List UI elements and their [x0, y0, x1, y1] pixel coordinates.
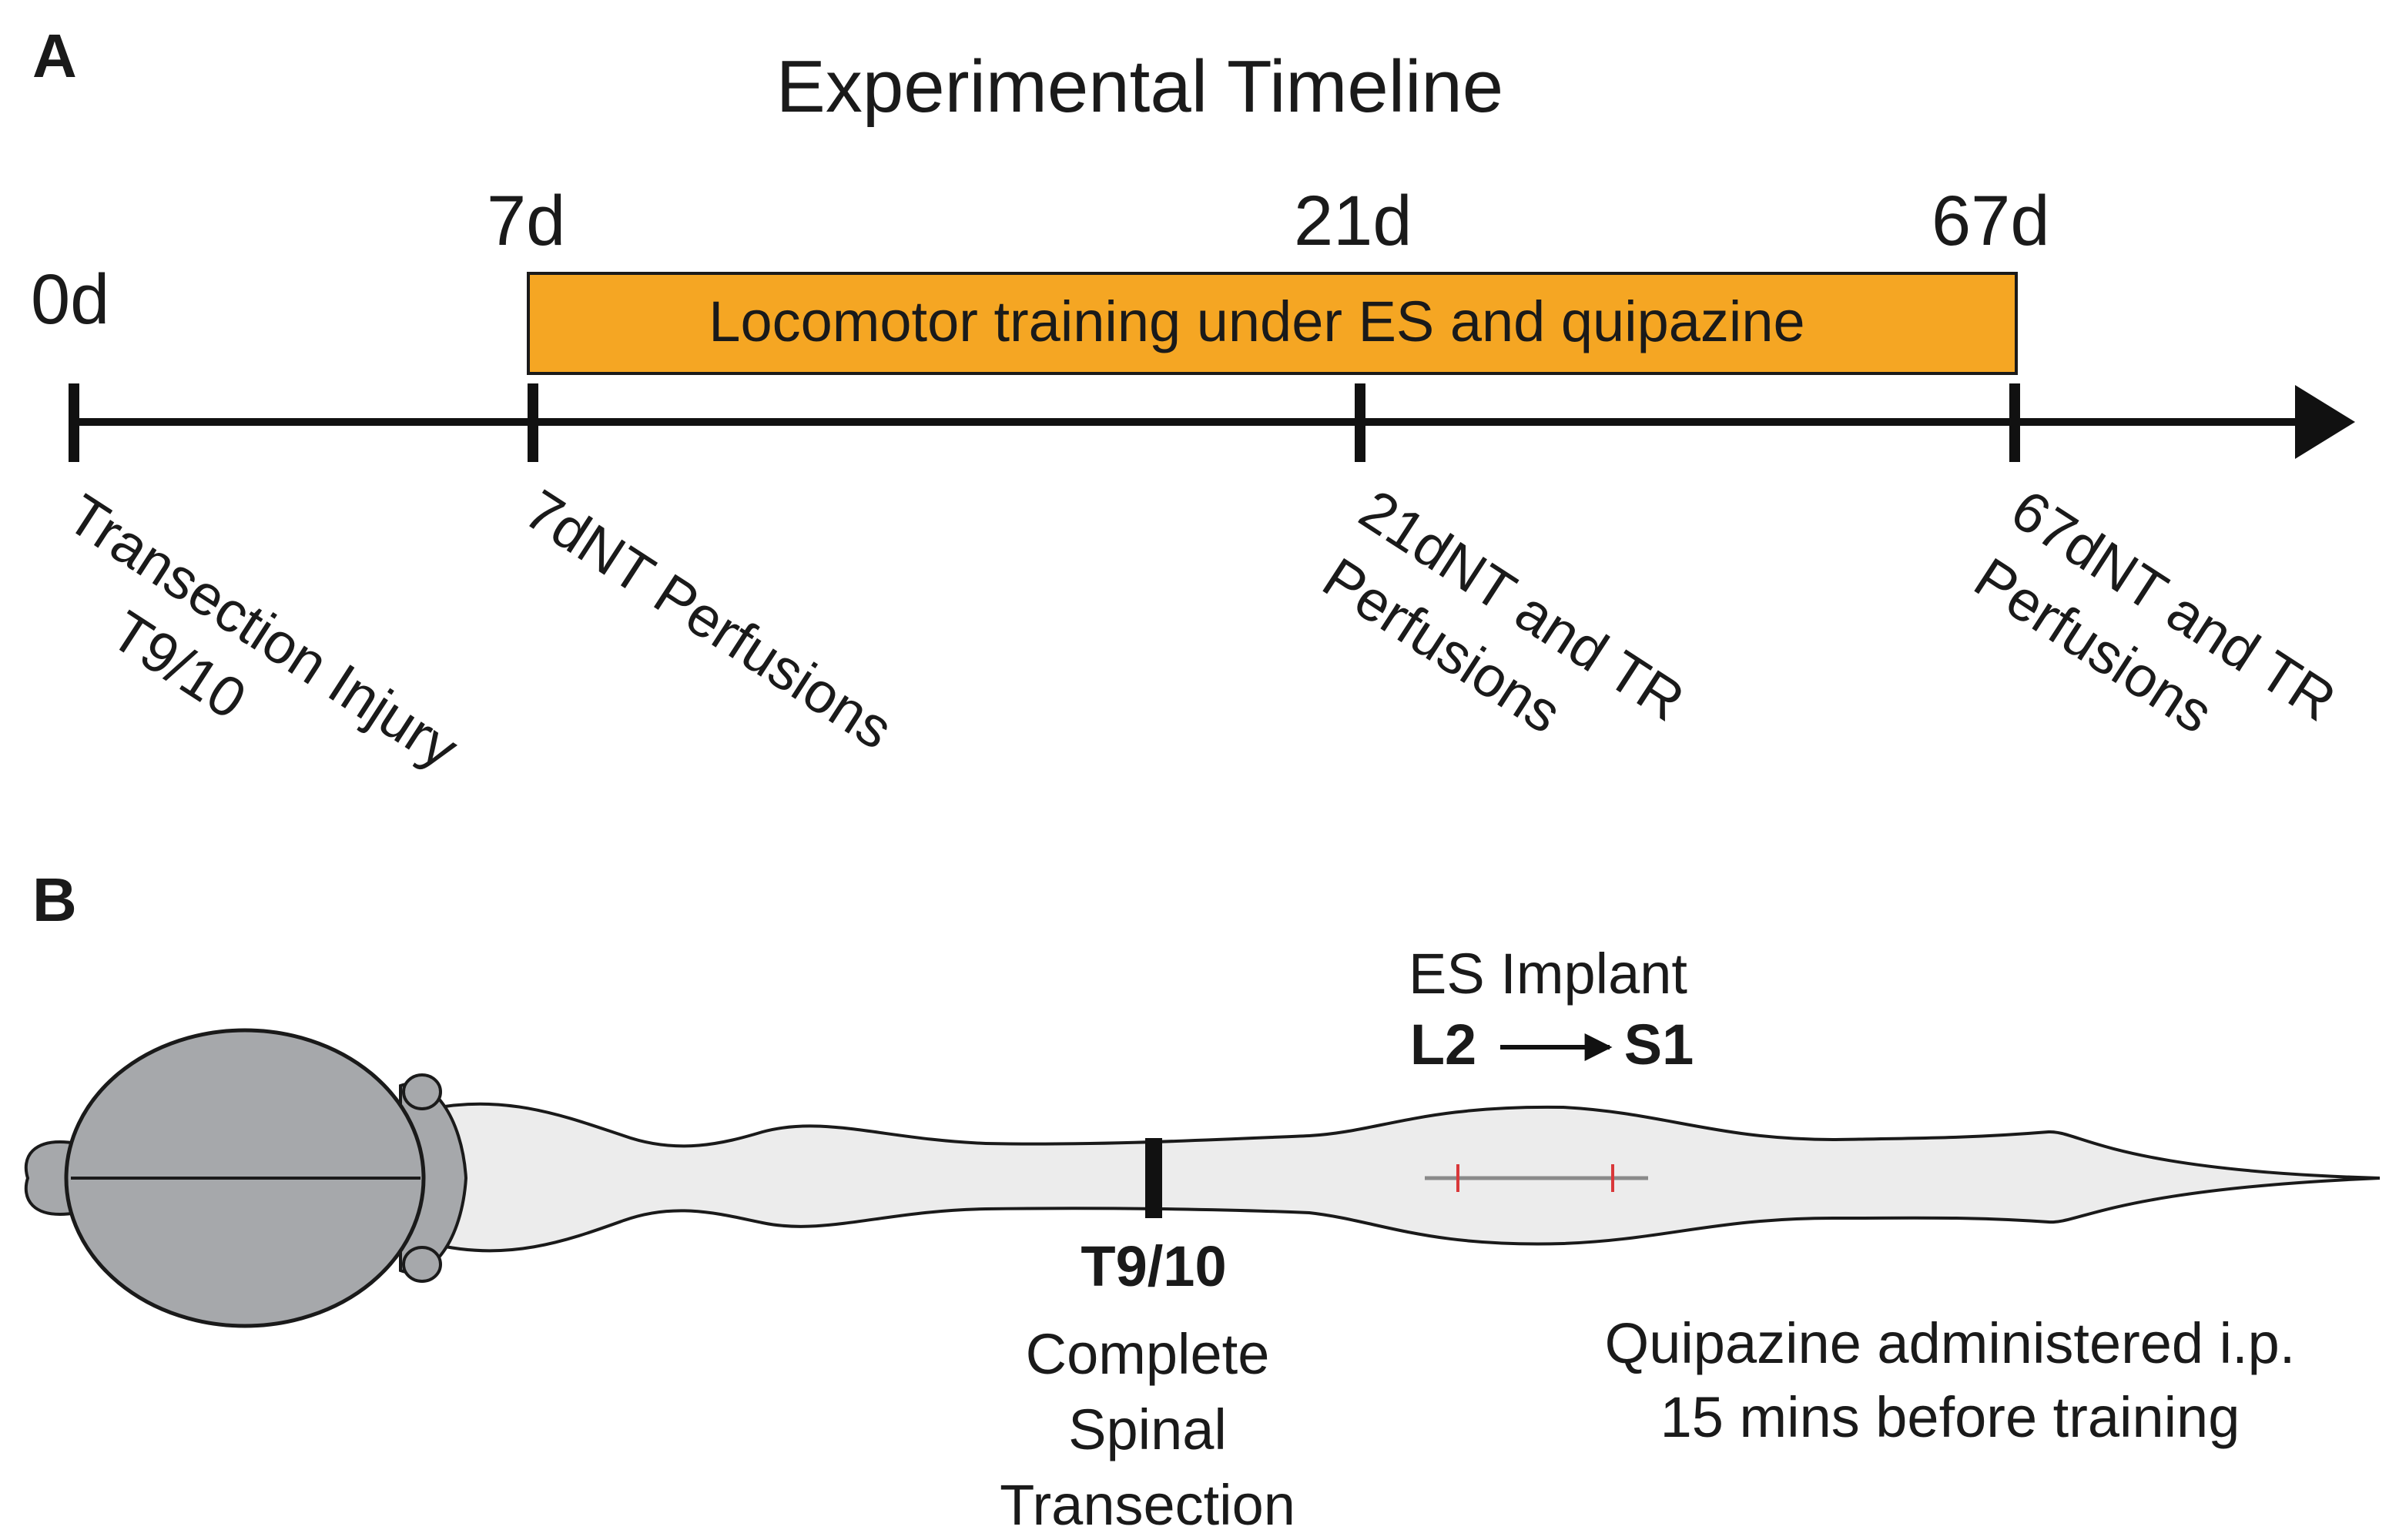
drug-note-line-1: Quipazine administered i.p.: [1605, 1311, 2296, 1375]
event-label-21d: 21dNT and TR Perfusions: [1312, 477, 1696, 745]
lesion-description-line-2: Spinal: [1068, 1398, 1227, 1461]
event-label-7d: 7dNT Perfusions: [514, 477, 903, 762]
olfactory-bulb: [24, 1140, 79, 1216]
day-label-0: 0d: [31, 260, 109, 339]
drug-note-line-2: 15 mins before training: [1660, 1385, 2240, 1449]
svg-text:7dNT Perfusions: 7dNT Perfusions: [514, 477, 903, 762]
panel-b-letter: B: [32, 865, 77, 934]
implant-to-level: S1: [1624, 1013, 1694, 1076]
timeline-title: Experimental Timeline: [776, 45, 1503, 128]
day-label-67: 67d: [1932, 182, 2050, 260]
cerebellum-lobe-bottom: [402, 1246, 442, 1283]
training-bar-label: Locomotor training under ES and quipazin…: [709, 290, 1804, 353]
event-label-67d: 67dNT and TR Perfusions: [1964, 477, 2347, 745]
lesion-marker: [1145, 1138, 1162, 1218]
lesion-level-label: T9/10: [1081, 1234, 1226, 1298]
cerebellum-lobe-top: [402, 1073, 442, 1110]
brain-illustration: [24, 1028, 468, 1328]
implant-from-level: L2: [1410, 1013, 1476, 1076]
training-bar: [527, 272, 2018, 375]
day-label-7: 7d: [487, 182, 565, 260]
lesion-description-line-1: Complete: [1026, 1322, 1270, 1386]
timeline-arrowhead: [2295, 385, 2355, 459]
implant-title: ES Implant: [1409, 942, 1687, 1006]
day-label-21: 21d: [1294, 182, 1412, 260]
panel-a-letter: A: [32, 22, 77, 90]
spinal-cord: [430, 1102, 2381, 1253]
lesion-description-line-3: Transection: [1000, 1473, 1295, 1537]
event-label-0d: Transection Injury T9/10: [56, 482, 469, 781]
